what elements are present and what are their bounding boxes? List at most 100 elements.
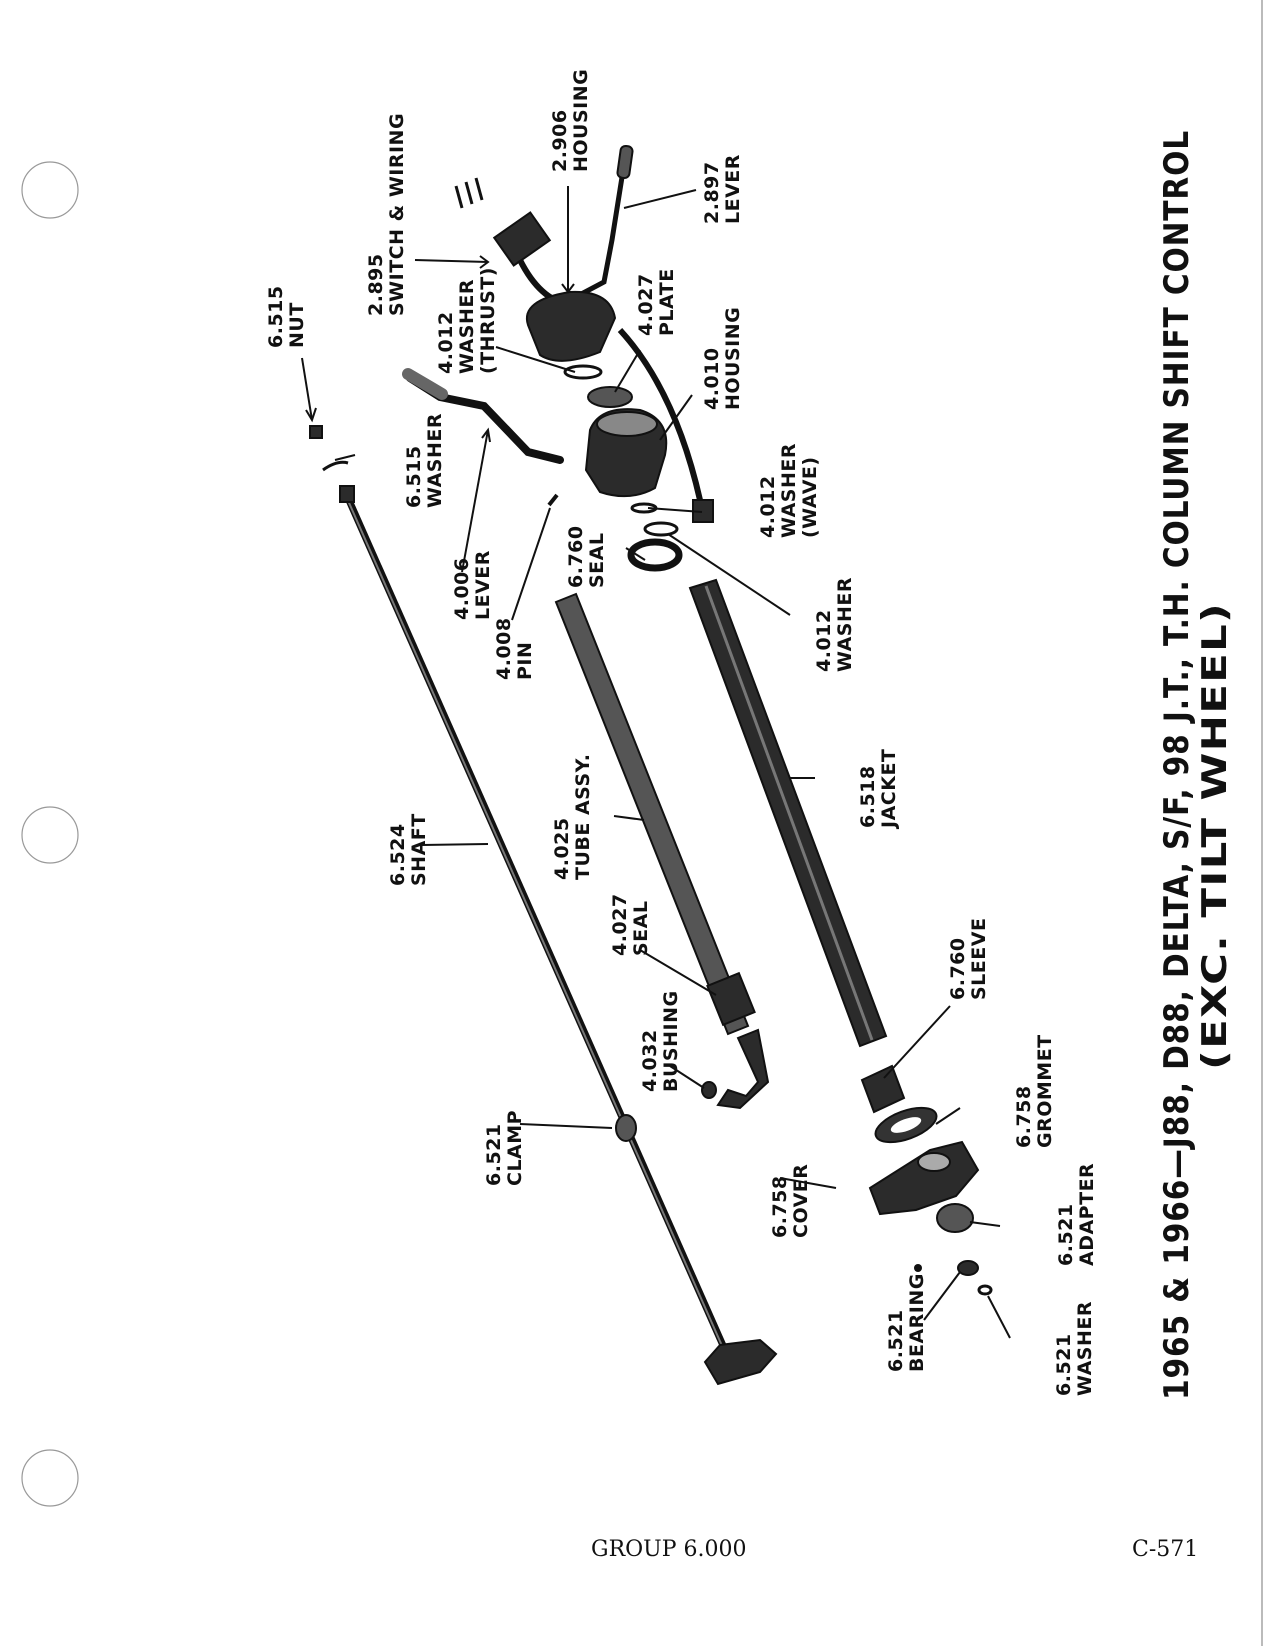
part-label: 6.521 CLAMP — [483, 1110, 526, 1186]
part-label: 4.006 LEVER — [451, 550, 494, 620]
part-label: 6.758 COVER — [769, 1164, 812, 1238]
label-name: SEAL — [586, 533, 608, 588]
bearing-part — [957, 1260, 979, 1276]
label-name: SEAL — [630, 901, 652, 956]
part-label: 4.027 SEAL — [609, 893, 652, 956]
washer-small-part — [977, 1284, 993, 1296]
label-name: LEVER — [722, 154, 744, 224]
part-label: 6.521 BEARING — [885, 1273, 928, 1372]
label-name: BUSHING — [660, 990, 682, 1092]
label-number: 2.906 — [549, 109, 571, 172]
leader-arrows — [301, 186, 1011, 1339]
label-number: 6.758 — [769, 1175, 791, 1238]
part-label: 4.012 WASHER — [813, 577, 856, 672]
part-label: 6.524 SHAFT — [387, 813, 430, 886]
sleeve-part — [860, 1064, 906, 1114]
label-number: 6.758 — [1013, 1085, 1035, 1148]
cover-part — [868, 1140, 980, 1216]
part-label: 6.760 SLEEVE — [947, 918, 990, 1000]
label-name: BEARING — [906, 1273, 928, 1372]
label-name: SHAFT — [408, 813, 430, 886]
nut-washer-part — [322, 460, 349, 472]
label-number: 2.897 — [701, 161, 723, 224]
part-label: 2.895 SWITCH & WIRING — [365, 113, 408, 316]
label-number: 4.012 — [435, 311, 457, 374]
part-label: 2.897 LEVER — [701, 154, 744, 224]
label-number: 6.521 — [1053, 1333, 1075, 1396]
label-name: JACKET — [878, 749, 900, 830]
part-label: 4.025 TUBE ASSY. — [551, 753, 594, 880]
label-name: WASHER — [778, 443, 800, 538]
plate-part — [587, 386, 633, 408]
label-name: PIN — [514, 642, 536, 680]
label-number: 4.008 — [493, 617, 515, 680]
clamp-part — [615, 1114, 637, 1142]
part-label: 6.521 ADAPTER — [1055, 1163, 1098, 1266]
label-name: HOUSING — [570, 69, 592, 172]
label-number: 6.521 — [1055, 1203, 1077, 1266]
label-number: 4.032 — [639, 1029, 661, 1092]
label-name: TUBE ASSY. — [572, 753, 594, 880]
pin-part — [547, 493, 559, 507]
punch-hole-middle — [21, 806, 79, 864]
seal-ring-part — [627, 538, 683, 572]
label-name: NUT — [286, 302, 308, 348]
label-name: LEVER — [472, 550, 494, 620]
label-name: GROMMET — [1034, 1034, 1056, 1148]
label-number: 6.515 — [403, 445, 425, 508]
label-number: 6.515 — [265, 285, 287, 348]
label-number: 6.524 — [387, 823, 409, 886]
label-name: COVER — [790, 1164, 812, 1238]
bushing-part — [701, 1081, 717, 1099]
label-name: SLEEVE — [968, 918, 990, 1000]
tube-assembly-part — [554, 592, 770, 1110]
shaft-part — [339, 485, 778, 1386]
part-label: 6.515 WASHER — [403, 413, 446, 508]
label-number: 2.895 — [365, 253, 387, 316]
punch-hole-top — [21, 161, 79, 219]
label-number: 4.012 — [757, 475, 779, 538]
label-number: 6.521 — [885, 1309, 907, 1372]
adapter-part — [936, 1203, 974, 1233]
label-name: ADAPTER — [1076, 1163, 1098, 1266]
label-number: 6.760 — [947, 937, 969, 1000]
title-line-1: 1965 & 1966—J88, D88, DELTA, S/F, 98 J.T… — [1157, 130, 1197, 1400]
label-name: WASHER — [456, 279, 478, 374]
label-name: SWITCH & WIRING — [386, 113, 408, 316]
title-line-2: (EXC. TILT WHEEL) — [1195, 602, 1235, 1070]
label-number: 4.025 — [551, 817, 573, 880]
washer-part — [643, 521, 679, 537]
nut-part — [309, 425, 323, 439]
label-name: WASHER — [424, 413, 446, 508]
label-extra: (THRUST) — [477, 267, 499, 374]
part-label: 6.521 WASHER — [1053, 1301, 1096, 1396]
part-label: 4.008 PIN — [493, 617, 536, 680]
label-number: 4.006 — [451, 557, 473, 620]
part-label: 2.906 HOUSING — [549, 69, 592, 172]
part-label: 4.032 BUSHING — [639, 990, 682, 1092]
label-number: 6.521 — [483, 1123, 505, 1186]
page-number: C-571 — [1132, 1537, 1198, 1562]
label-number: 6.760 — [565, 525, 587, 588]
part-label: 6.758 GROMMET — [1013, 1034, 1056, 1148]
diagram-title: 1965 & 1966—J88, D88, DELTA, S/F, 98 J.T… — [1157, 130, 1235, 1400]
label-name: WASHER — [834, 577, 856, 672]
part-label: 6.518 JACKET — [857, 749, 900, 830]
label-number: 4.027 — [609, 893, 631, 956]
label-name: HOUSING — [722, 307, 744, 410]
group-number: GROUP 6.000 — [591, 1537, 747, 1562]
switch-lever-part — [568, 151, 629, 303]
signal-housing-part — [525, 290, 617, 362]
label-name: CLAMP — [504, 1110, 526, 1186]
part-label: 4.010 HOUSING — [701, 307, 744, 410]
label-number: 4.027 — [635, 273, 657, 336]
part-label: 4.012 WASHER (THRUST) — [435, 267, 499, 374]
thrust-washer-part — [563, 364, 603, 380]
part-label: 6.515 NUT — [265, 285, 308, 348]
part-label: 4.027 PLATE — [635, 268, 678, 336]
label-number: 6.518 — [857, 765, 879, 828]
label-number: 4.010 — [701, 347, 723, 410]
jacket-part — [688, 578, 888, 1048]
label-name: WASHER — [1074, 1301, 1096, 1396]
